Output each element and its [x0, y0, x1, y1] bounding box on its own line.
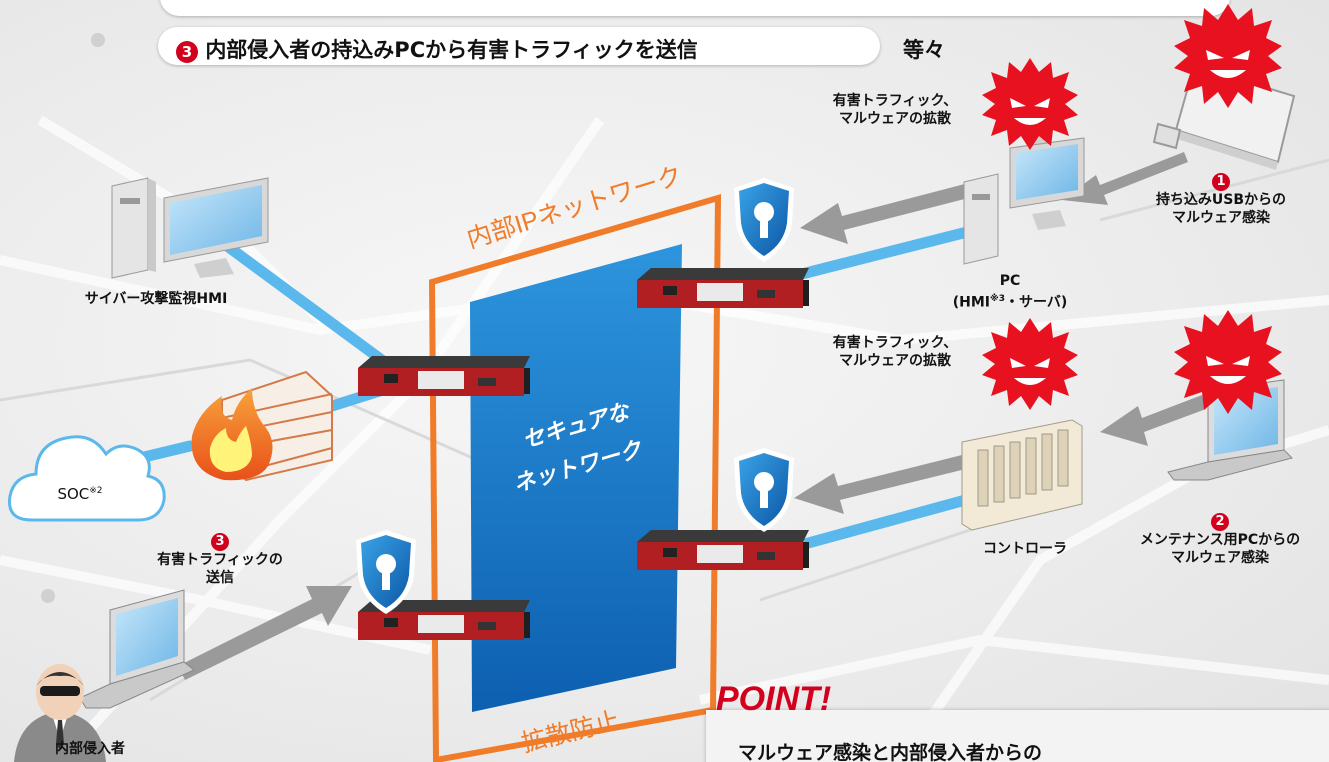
link-switch-controller: [784, 490, 986, 554]
pc-label-line2: (HMI※3・サーバ): [952, 294, 1068, 311]
soc-label: SOC※2: [40, 482, 120, 503]
arrow-pc-spread: [800, 180, 984, 244]
firewall-icon: [191, 370, 333, 482]
diffusion-prevention-label: 拡散防止: [519, 706, 623, 757]
shield-icon-middle: [734, 448, 794, 532]
virus-icon-pc-spread: [982, 58, 1078, 150]
soc-note: ※2: [89, 486, 103, 496]
intruder-label: 内部侵入者: [55, 741, 125, 757]
switch-top-left: [358, 356, 530, 396]
malware-spread-top-label: 有害トラフィック、 マルウェアの拡散: [832, 93, 958, 127]
threat-arrows: [178, 152, 1206, 680]
soc-cloud-icon: [7, 435, 166, 522]
intruder-laptop-icon: [79, 589, 195, 709]
virus-icon-usb: [1174, 4, 1282, 108]
virus-icon-controller-spread: [982, 318, 1078, 410]
link-hmi-switch: [209, 231, 404, 378]
header-pill-previous: [160, 0, 1230, 16]
point-text: マルウェア感染と内部侵入者からの: [738, 742, 1043, 762]
point-box: [706, 710, 1329, 762]
pc-computer-icon: [963, 137, 1085, 265]
header-item3-text: 内部侵入者の持込みPCから有害トラフィックを送信: [205, 38, 698, 62]
arrow-intruder-to-shield: [178, 586, 352, 680]
header-item3: 3 内部侵入者の持込みPCから有害トラフィックを送信: [176, 34, 698, 64]
arrow-controller-spread: [794, 450, 986, 514]
maintenance-number-badge: 2: [1211, 513, 1229, 531]
controller-label: コントローラ: [983, 541, 1067, 557]
pc-label: PC (HMI※3・サーバ): [940, 272, 1080, 312]
harmful-traffic-label: 3 有害トラフィックの 送信: [157, 533, 283, 586]
arrow-usb-to-pc: [1062, 152, 1188, 205]
intruder-person-icon: [14, 664, 106, 762]
malware-spread-mid-label: 有害トラフィック、 マルウェアの拡散: [832, 335, 958, 369]
pc-label-line1: PC: [999, 273, 1021, 289]
point-title: POINT!: [716, 680, 832, 718]
switch-bottom-right: [637, 530, 809, 570]
switch-bottom-left: [358, 600, 530, 640]
usb-number-badge: 1: [1212, 173, 1230, 191]
arrow-laptop-to-controller: [1100, 395, 1206, 446]
soc-text: SOC: [57, 485, 90, 503]
shield-icon-top: [734, 178, 794, 262]
header-etc: 等々: [903, 38, 945, 62]
harmful-number-badge: 3: [211, 533, 229, 551]
map-node: [41, 589, 55, 603]
maintenance-infection-label: 2 メンテナンス用PCからの マルウェア感染: [1139, 513, 1301, 566]
monitor-hmi-label: サイバー攻撃監視HMI: [84, 291, 228, 307]
header-pill: [158, 27, 880, 65]
usb-infection-label: 1 持ち込みUSBからの マルウェア感染: [1155, 173, 1287, 226]
header-item3-number: 3: [176, 41, 198, 63]
shield-icon-bottom: [356, 530, 416, 614]
map-node: [91, 33, 105, 47]
virus-icon-maintenance: [1174, 310, 1282, 414]
switch-top-right: [637, 268, 809, 308]
controller-plc-icon: [961, 419, 1083, 531]
monitor-hmi-computer-icon: [111, 177, 269, 279]
link-switch-pc: [784, 224, 981, 283]
